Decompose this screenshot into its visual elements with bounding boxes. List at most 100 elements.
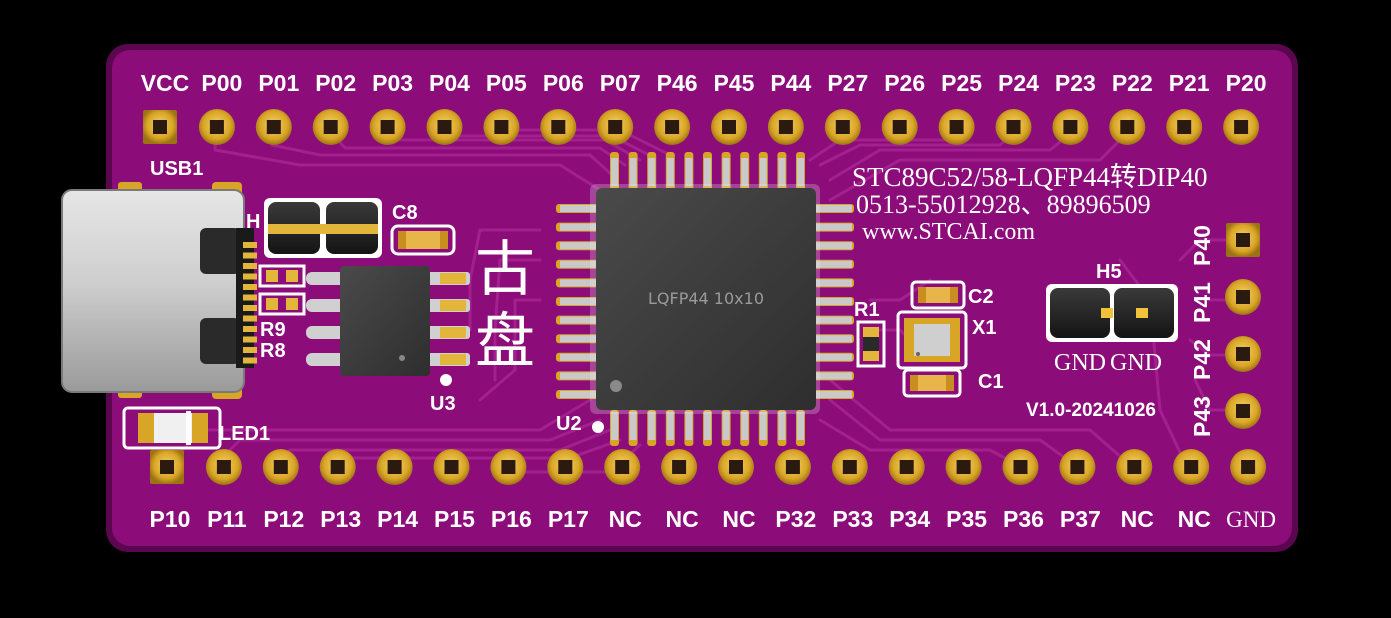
chip-marking: LQFP44 10x10 — [648, 289, 764, 308]
resistor-r1 — [856, 320, 886, 368]
c2-designator: C2 — [968, 286, 994, 308]
top-pin-pad — [143, 110, 177, 144]
c1-designator: C1 — [978, 371, 1004, 393]
top-pin-label: P24 — [998, 70, 1039, 96]
bottom-pin-label: NC — [1121, 506, 1154, 532]
bottom-pin-label: P14 — [377, 506, 418, 532]
bottom-pin-pad — [888, 449, 925, 485]
top-pin-label: P45 — [714, 70, 755, 96]
right-pin-pad — [1225, 336, 1261, 372]
bottom-pin-label: P11 — [207, 506, 247, 532]
capacitor-c1 — [902, 368, 962, 398]
bottom-pin-label: NC — [609, 506, 642, 532]
bottom-pin-pad — [1230, 449, 1267, 485]
right-pin-label: P40 — [1189, 225, 1215, 266]
capacitor-c8 — [390, 224, 456, 256]
bottom-pin-label: P10 — [150, 506, 191, 532]
u3-pin1-marker — [440, 374, 452, 386]
silk-glyph-top: 古 — [475, 237, 535, 303]
board-title: STC89C52/58-LQFP44转DIP40 — [852, 162, 1208, 192]
top-pin-label: P26 — [884, 70, 925, 96]
bottom-pin-pad — [433, 449, 470, 485]
bottom-pin-label: P15 — [434, 506, 475, 532]
top-pin-pad — [426, 109, 463, 145]
top-pin-label: P05 — [486, 70, 527, 96]
capacitor-c2 — [910, 280, 966, 310]
resistor-r9 — [258, 264, 306, 288]
c8-designator: C8 — [392, 202, 418, 224]
top-pin-label: P25 — [941, 70, 982, 96]
top-pin-pad — [1109, 109, 1146, 145]
bottom-pin-label: P32 — [775, 506, 816, 532]
bottom-pin-pad — [262, 449, 299, 485]
header-h5 — [1046, 284, 1178, 342]
bottom-pin-label: P13 — [320, 506, 361, 532]
r8-designator: R8 — [260, 340, 286, 362]
top-pin-pad — [881, 109, 918, 145]
bottom-pin-pad — [547, 449, 584, 485]
r9-designator: R9 — [260, 319, 286, 341]
top-pin-pad — [654, 109, 691, 145]
bottom-pin-pad — [945, 449, 982, 485]
top-pin-pad — [824, 109, 861, 145]
bottom-pin-pad — [604, 449, 641, 485]
u2-pin1-marker — [592, 421, 604, 433]
header-h-designator: H — [246, 211, 260, 233]
bottom-pin-pad — [319, 449, 356, 485]
r1-designator: R1 — [854, 299, 880, 321]
usb-designator: USB1 — [150, 158, 203, 180]
top-pin-pad — [312, 109, 349, 145]
top-pin-label: P07 — [600, 70, 641, 96]
top-pin-pad — [198, 109, 235, 145]
u2-designator: U2 — [556, 413, 582, 435]
bottom-pin-pad — [774, 449, 811, 485]
top-pin-pad — [540, 109, 577, 145]
top-pin-label: P44 — [770, 70, 811, 96]
h5-gnd-left: GND — [1054, 350, 1106, 376]
top-pin-label: VCC — [141, 70, 190, 96]
bottom-pin-label: P33 — [832, 506, 873, 532]
top-pin-pad — [1166, 109, 1203, 145]
top-pin-pad — [1052, 109, 1089, 145]
top-pin-label: P06 — [543, 70, 584, 96]
resistor-r8 — [258, 292, 306, 316]
usb-c-connector — [61, 182, 257, 399]
right-pin-label: P42 — [1189, 339, 1215, 380]
bottom-pin-pad — [150, 450, 184, 484]
right-pin-label: P41 — [1189, 282, 1215, 323]
led1-component — [122, 406, 222, 450]
bottom-pin-label: P34 — [889, 506, 930, 532]
bottom-pin-label: NC — [665, 506, 698, 532]
top-pin-pad — [995, 109, 1032, 145]
header-h — [264, 198, 382, 258]
bottom-pin-pad — [1002, 449, 1039, 485]
bottom-pin-pad — [490, 449, 527, 485]
top-pin-label: P00 — [201, 70, 242, 96]
top-pin-label: P27 — [827, 70, 868, 96]
silk-glyph-bottom: 盘 — [475, 309, 535, 375]
top-pin-pad — [597, 109, 634, 145]
board-website: www.STCAI.com — [862, 219, 1035, 245]
right-pin-label: P43 — [1189, 396, 1215, 437]
x1-designator: X1 — [972, 317, 996, 339]
board-phone: 0513-55012928、89896509 — [856, 190, 1151, 219]
top-pin-label: P03 — [372, 70, 413, 96]
bottom-pin-pad — [718, 449, 754, 485]
bottom-pin-pad — [1173, 449, 1210, 485]
right-pin-pad — [1225, 279, 1261, 315]
bottom-pin-pad — [205, 449, 242, 485]
bottom-pin-label: P16 — [491, 506, 532, 532]
top-pin-label: P21 — [1169, 70, 1210, 96]
top-pin-pad — [767, 109, 804, 145]
top-pin-pad — [483, 109, 520, 145]
board-version: V1.0-20241026 — [1026, 400, 1156, 421]
top-pin-label: P46 — [657, 70, 698, 96]
top-pin-pad — [369, 109, 406, 145]
top-pin-pad — [1223, 109, 1260, 145]
crystal-x1 — [896, 310, 968, 370]
bottom-pin-label: P36 — [1003, 506, 1044, 532]
h5-gnd-right: GND — [1110, 350, 1162, 376]
bottom-pin-pad — [661, 449, 698, 485]
